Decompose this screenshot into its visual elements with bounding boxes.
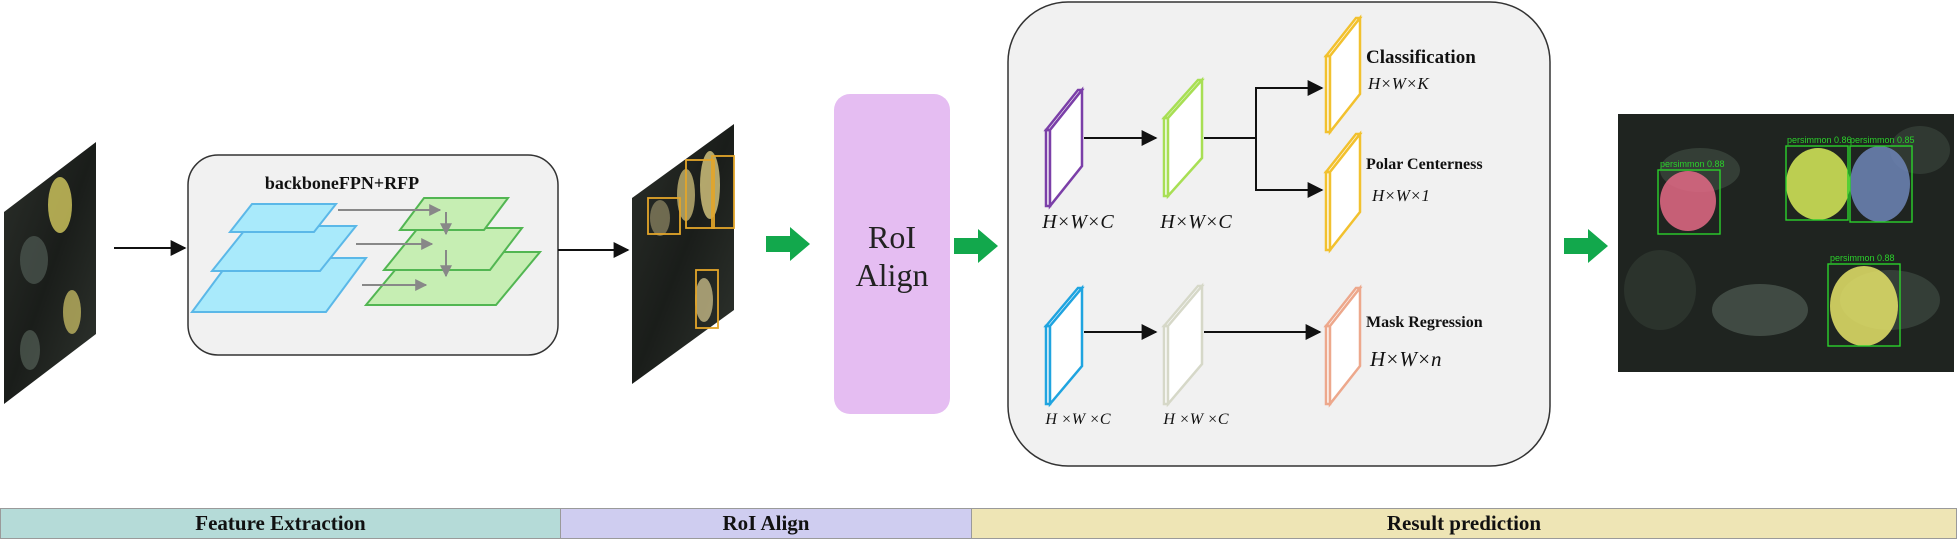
- green-arrow-2: [954, 229, 998, 263]
- stage-result-prediction: Result prediction: [971, 508, 1957, 539]
- feat-label-top-2: H×W×C: [1159, 211, 1232, 233]
- input-image: [4, 142, 96, 404]
- roi-align-block: [834, 94, 950, 414]
- backbone-label: backboneFPN+RFP: [265, 173, 419, 193]
- detection-mask-2: [1786, 148, 1850, 220]
- feature-map-bottom-1: [1043, 284, 1085, 408]
- detection-labels: persimmon 0.88 persimmon 0.86 persimmon …: [1660, 135, 1915, 263]
- detection-mask-3: [1850, 146, 1910, 222]
- mask-title: Mask Regression: [1366, 314, 1483, 331]
- stage-feature-extraction: Feature Extraction: [0, 508, 561, 539]
- detection-label-1: persimmon 0.88: [1660, 159, 1725, 169]
- feature-map-top-2: [1161, 76, 1205, 200]
- feat-label-bottom-1: H ×W ×C: [1044, 411, 1110, 428]
- stage-roi-align: RoI Align: [560, 508, 972, 539]
- stage-roi-align-label: RoI Align: [722, 511, 810, 535]
- polar-title: Polar Centerness: [1366, 156, 1483, 173]
- fpn-lateral-arrows: [338, 204, 452, 291]
- feature-map-bottom-2: [1161, 282, 1205, 408]
- feature-image: [632, 124, 734, 384]
- feature-map-top-1: [1043, 86, 1085, 210]
- detection-mask-4: [1830, 266, 1898, 346]
- feat-label-top-1: H×W×C: [1041, 211, 1114, 233]
- roi-align-label-line1: RoI: [868, 219, 916, 255]
- detection-label-3: persimmon 0.85: [1850, 135, 1915, 145]
- fpn-blue-layers: [190, 203, 368, 313]
- heads-container: [1007, 1, 1551, 467]
- detection-label-4: persimmon 0.88: [1830, 253, 1895, 263]
- feat-label-bottom-2: H ×W ×C: [1162, 411, 1228, 428]
- green-arrow-1: [766, 227, 810, 261]
- feature-map-mask: [1323, 284, 1363, 408]
- roi-align-label-line2: Align: [856, 257, 929, 293]
- roi-boxes: [647, 155, 735, 329]
- polar-dims: H×W×1: [1371, 186, 1430, 205]
- stage-feature-extraction-label: Feature Extraction: [195, 511, 366, 535]
- feature-map-classification: [1323, 14, 1363, 136]
- head-arrows: [1084, 80, 1324, 340]
- stage-result-prediction-label: Result prediction: [1386, 511, 1542, 535]
- classification-dims: H×W×K: [1367, 74, 1430, 93]
- detection-label-2: persimmon 0.86: [1787, 135, 1852, 145]
- fpn-green-layers: [363, 197, 543, 306]
- detection-boxes: [1657, 145, 1913, 347]
- feature-map-polar: [1323, 130, 1363, 254]
- detection-mask-1: [1660, 171, 1716, 231]
- mask-dims: H×W×n: [1369, 347, 1442, 371]
- green-arrow-3: [1564, 229, 1608, 263]
- detection-masks: [1660, 146, 1910, 346]
- classification-title: Classification: [1366, 47, 1476, 68]
